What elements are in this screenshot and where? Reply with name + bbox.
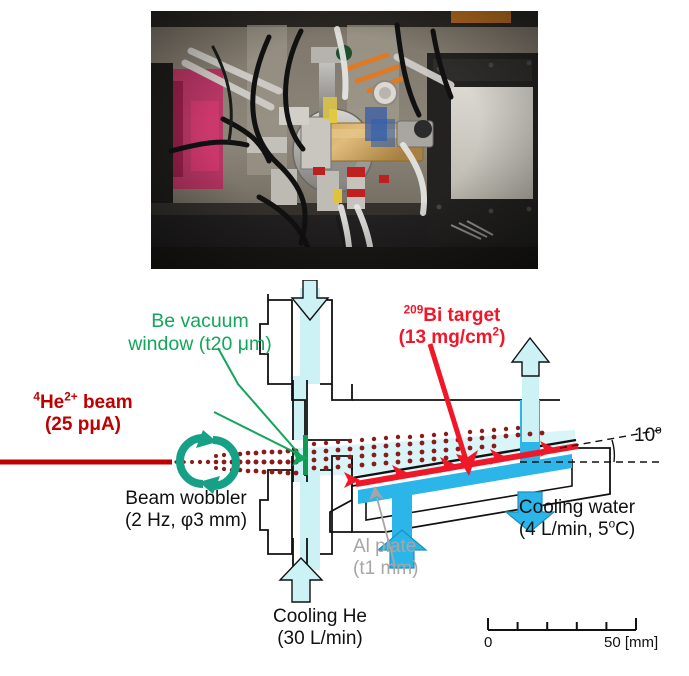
be-window-leader-2 bbox=[213, 411, 301, 456]
be-window-label-line1: Be vacuum bbox=[151, 310, 249, 332]
cooling-he-inlet-arrow bbox=[278, 556, 324, 603]
beam-wobbler-icon bbox=[176, 434, 240, 490]
tilt-angle-value: 10 bbox=[634, 425, 656, 446]
bi-thickness-sup: 2 bbox=[492, 326, 500, 340]
beam-impact-arrows bbox=[344, 441, 556, 488]
be-vacuum-window-label: Be vacuum window (t20 μm) bbox=[120, 310, 280, 356]
degree-sup: o bbox=[608, 518, 616, 532]
beam-wobbler-label: Beam wobbler (2 Hz, φ3 mm) bbox=[96, 488, 276, 533]
bi-target-name: Bi target bbox=[423, 305, 501, 326]
scale-bar-end-label: 50 [mm] bbox=[604, 634, 659, 651]
cooling-he-label: Cooling He (30 L/min) bbox=[240, 606, 400, 651]
tilt-angle-label: 10o bbox=[634, 423, 662, 447]
cooling-water-label: Cooling water (4 L/min, 5oC) bbox=[482, 497, 672, 542]
al-plate-leader-arrowhead bbox=[369, 486, 384, 500]
be-window-leader bbox=[217, 347, 301, 456]
beam-element: He bbox=[39, 392, 65, 413]
scale-bar bbox=[487, 618, 637, 631]
bi-target-label-line1: 209Bi target bbox=[372, 303, 532, 327]
bi-target-leader bbox=[427, 343, 469, 461]
schematic-svg bbox=[0, 280, 661, 631]
angle-indicator bbox=[520, 429, 661, 463]
bi-mass-number: 209 bbox=[403, 303, 424, 317]
cooling-water-flow: (4 L/min, 5 bbox=[518, 519, 609, 541]
setup-photograph bbox=[151, 11, 538, 269]
cooling-he-top-arrow bbox=[290, 280, 330, 322]
be-window-label-line2: window (t20 μm) bbox=[128, 333, 272, 355]
al-plate-label: Al plate (t1 mm) bbox=[353, 536, 418, 581]
bi-target-label-line2: (13 mg/cm2) bbox=[372, 327, 532, 349]
al-plate-label-line1: Al plate bbox=[353, 536, 417, 557]
bi-target-leader-arrowhead bbox=[456, 450, 478, 476]
al-plate-leader bbox=[376, 497, 396, 567]
al-plate-label-line2: (t1 mm) bbox=[353, 558, 419, 580]
helium-outlet-stack bbox=[510, 336, 551, 442]
cooling-water-temp: C) bbox=[615, 519, 636, 541]
cooling-water-label-line2: (4 L/min, 5oC) bbox=[482, 519, 672, 541]
target-assembly bbox=[351, 336, 611, 569]
cooling-water-channel bbox=[358, 454, 572, 504]
cooling-water-label-line1: Cooling water bbox=[518, 497, 636, 518]
wobbler-label-line2: (2 Hz, φ3 mm) bbox=[124, 510, 248, 532]
photograph-content bbox=[151, 11, 538, 269]
cooling-he-label-line2: (30 L/min) bbox=[277, 628, 363, 650]
bi-target-label: 209Bi target (13 mg/cm2) bbox=[372, 303, 532, 350]
bi-thickness-post: ) bbox=[499, 327, 506, 349]
beam-label-line2: (25 pμA) bbox=[44, 414, 122, 436]
beam-word: beam bbox=[77, 392, 133, 413]
setup-schematic bbox=[0, 280, 689, 676]
beam-charge-state: 2+ bbox=[64, 390, 78, 404]
cooling-he-label-line1: Cooling He bbox=[273, 606, 367, 627]
tilt-angle-unit: o bbox=[655, 423, 662, 437]
bi-thickness-pre: (13 mg/cm bbox=[398, 327, 493, 349]
wobbler-label-line1: Beam wobbler bbox=[125, 488, 247, 509]
beam-wobbler-arrowheads bbox=[196, 430, 220, 494]
water-inlet bbox=[376, 494, 428, 569]
beam-label-line1: 4He2+ beam bbox=[8, 390, 158, 414]
helium-beam-label: 4He2+ beam (25 pμA) bbox=[8, 390, 158, 437]
be-vacuum-window bbox=[303, 435, 308, 475]
scale-bar-start-label: 0 bbox=[484, 634, 493, 651]
beam-mass-number: 4 bbox=[33, 390, 40, 404]
